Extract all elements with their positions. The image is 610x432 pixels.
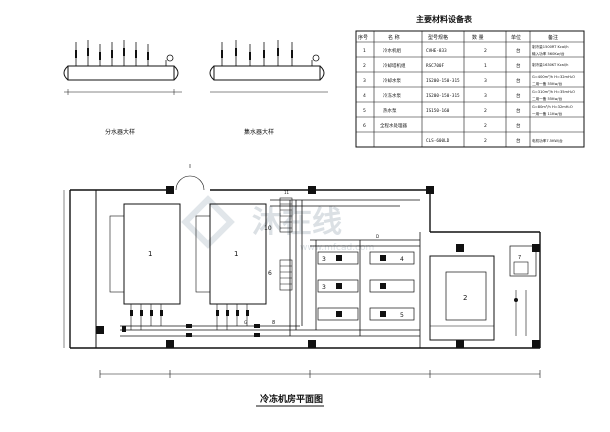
table-cell: IS200-150-315 [426,93,460,99]
table-header-no: 序号 [358,34,368,41]
table-cell: 2 [363,63,366,69]
table-cell: 1 [484,63,487,69]
table-cell: CLS-600LD [426,138,450,144]
label-boiler: 2 [463,294,467,302]
table-cell: 二用一备 55Kw/台 [532,96,563,101]
label-pipe-8: 8 [272,320,275,326]
table-cell: 台 [516,47,521,54]
table-cell: 台 [516,137,521,144]
table-cell: G=400m³/h H=32mH₂O [532,75,575,79]
watermark: 沐在线 www.mfcad.com [181,195,374,253]
label-pump-3a: 3 [322,256,326,263]
distributor-detail: 分水器大样 [63,40,182,136]
table-header-model: 型号规格 [428,34,448,41]
label-chiller-a: 1 [148,250,152,258]
table-header-unit: 单位 [511,34,521,41]
table-cell: 冷却塔机组 [383,62,406,69]
table-cell: G=80m³/h H=32mH₂O [532,105,573,109]
label-treat-7: 7 [518,255,521,261]
table-cell: 台 [516,62,521,69]
table-cell: IS150-160 [426,108,450,114]
floor-plan: 1 1 [63,164,541,378]
table-cell: 冷水机组 [383,47,401,54]
table-cell: 6 [363,123,366,129]
table-cell: 2 [484,48,487,54]
table-cell: 5 [363,108,366,114]
label-pipe-g: G [244,320,247,325]
table-cell: 4 [363,93,366,99]
label-tank-6: 6 [268,270,272,277]
table-header-qty: 数 量 [472,34,484,41]
table-cell: 二用一备 55Kw/台 [532,81,563,86]
watermark-big-text: 沐在线 [252,205,342,240]
table-cell: 输入功率 560Kw/台 [532,51,565,56]
table-cell: 热水泵 [383,107,397,114]
table-cell: 2 [484,138,487,144]
label-unit-11: 11 [284,190,290,195]
label-chiller-b: 1 [234,250,238,258]
table-cell: 一用一备 11Kw/台 [532,111,563,116]
distributor-label: 分水器大样 [105,128,135,136]
table-header-note: 备注 [548,34,558,41]
table-cell: 2 [484,123,487,129]
table-cell: 3 [363,78,366,84]
table-cell: 3 [484,78,487,84]
table-cell: 台 [516,92,521,99]
label-pump-5: 5 [400,312,404,319]
equipment-table: 主要材料设备表 序号 名 称 型号规格 数 量 单位 备注 1 冷水机组 [355,14,585,148]
table-header-name: 名 称 [388,34,400,41]
table-cell: 冷却水泵 [383,77,401,84]
table-cell: 2 [484,108,487,114]
table-cell: 电机功率7.5KW/台 [532,138,563,143]
table-cell: 全程水处理器 [380,122,407,129]
table-cell: 台 [516,107,521,114]
table-cell: 制冷量1630KT Kcal/h [532,62,568,67]
table-cell: CVHE-833 [426,48,447,54]
label-pipe-d: D [376,234,379,239]
table-cell: 冷冻水泵 [383,92,401,99]
collector-label: 集水器大样 [244,128,274,136]
label-pump-3b: 3 [322,284,326,291]
collector-detail: 集水器大样 [209,40,328,136]
table-cell: 台 [516,122,521,129]
table-cell: 3 [484,93,487,99]
table-cell: 台 [516,77,521,84]
label-pump-4: 4 [400,256,404,263]
table-cell: IS200-150-315 [426,78,460,84]
table-cell: G=310m³/h H=35mH₂O [532,90,575,94]
table-cell: 制冷量1500RT Kcal/h [532,44,569,49]
watermark-url: www.mfcad.com [300,243,374,253]
drawing-title: 冷冻机房平面图 [260,393,323,405]
table-title: 主要材料设备表 [416,14,473,24]
table-cell: 1 [363,48,366,54]
table-cell: RSC700F [426,63,445,69]
label-unit-10: 10 [264,225,272,232]
